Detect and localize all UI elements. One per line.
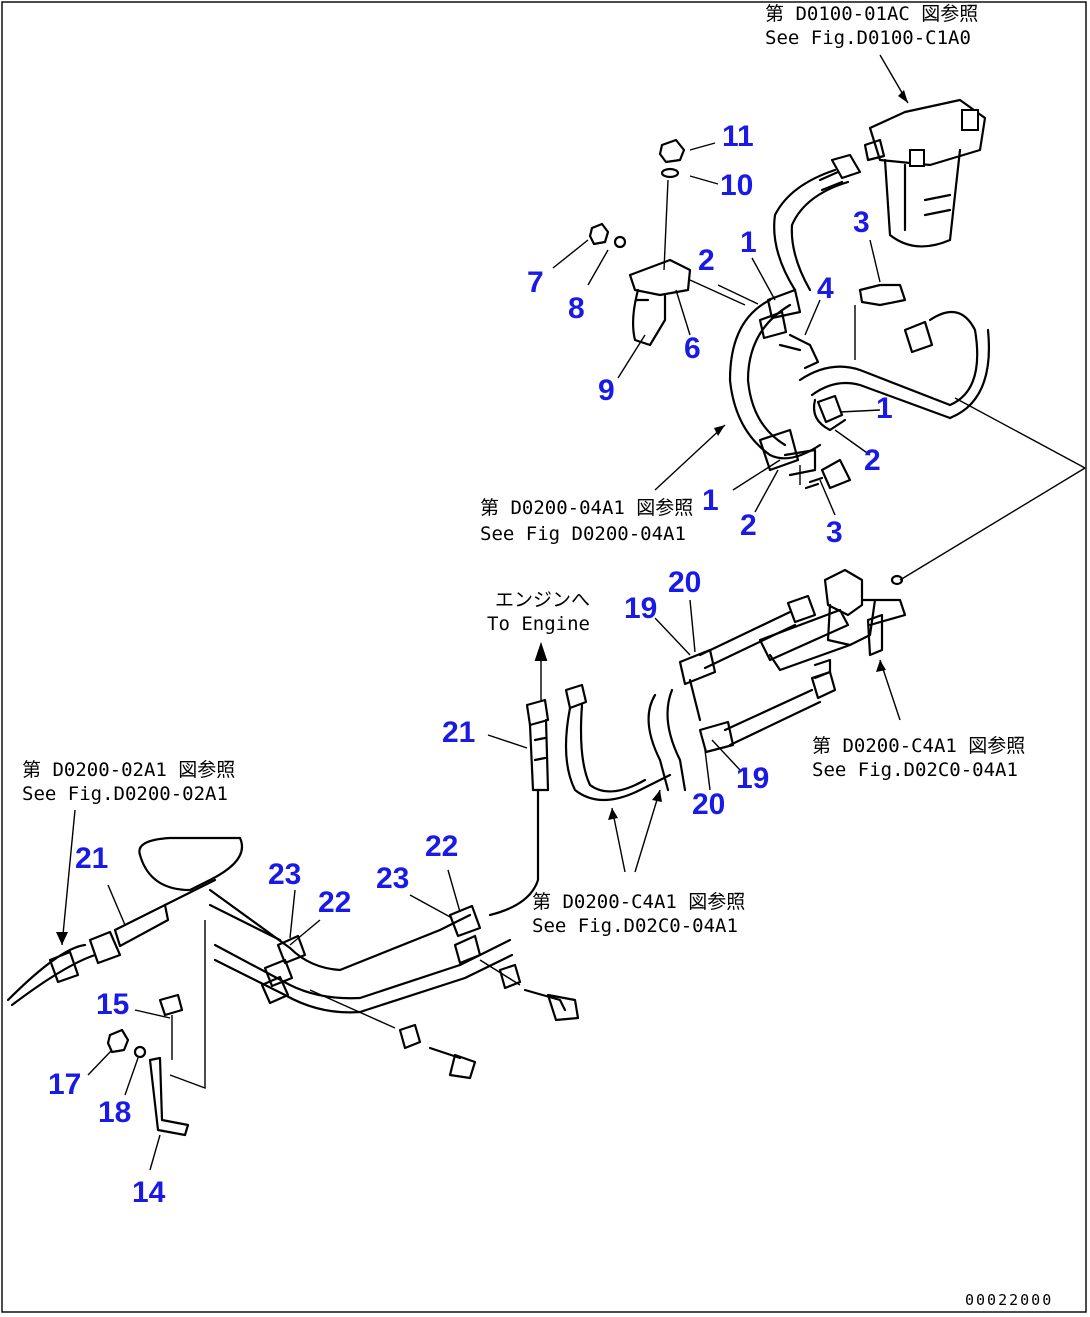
valve-block <box>758 397 1086 680</box>
lower-clamp-group <box>106 993 190 1137</box>
callout-label: 6 <box>684 332 701 365</box>
callout-label: 21 <box>442 716 475 749</box>
callout-label: 3 <box>853 206 870 239</box>
callout-label: 19 <box>736 762 769 795</box>
callout-label: 21 <box>75 842 108 875</box>
callout-label: 20 <box>692 788 725 821</box>
ref-d0200-04a1-jp: 第 D0200-04A1 図参照 <box>480 497 693 519</box>
callout-label: 20 <box>668 566 701 599</box>
upper-bracket-group <box>588 138 746 347</box>
drawing-code: 00022000 <box>965 1291 1053 1309</box>
lower-pipe-assembly <box>6 836 580 1090</box>
ref-d0100-jp: 第 D0100-01AC 図参照 <box>765 3 978 25</box>
ref-d0200-c4a1-right-jp: 第 D0200-C4A1 図参照 <box>812 735 1025 757</box>
callout-label: 23 <box>376 862 409 895</box>
callout-label: 2 <box>698 244 715 277</box>
callout-label: 19 <box>624 592 657 625</box>
ref-to-engine-en: To Engine <box>487 613 590 635</box>
callout-label: 1 <box>702 484 719 517</box>
ref-d0200-02a1-en: See Fig.D0200-02A1 <box>22 783 228 805</box>
callout-label: 2 <box>740 509 757 542</box>
callout-label: 11 <box>722 120 754 153</box>
callout-label: 7 <box>527 266 544 299</box>
callout-label: 18 <box>98 1096 131 1129</box>
upper-hose-group <box>728 153 990 490</box>
callout-label: 22 <box>318 886 351 919</box>
callout-label: 23 <box>268 858 301 891</box>
callout-label: 2 <box>864 444 881 477</box>
callout-label: 14 <box>132 1176 166 1209</box>
ref-d0200-04a1-en: See Fig D0200-04A1 <box>480 523 686 545</box>
reference-texts: 第 D0100-01AC 図参照 See Fig.D0100-C1A0 第 D0… <box>22 3 1053 1309</box>
ref-d0200-c4a1-right-en: See Fig.D02C0-04A1 <box>812 759 1018 781</box>
callout-label: 1 <box>740 226 757 259</box>
engine-pipe-group <box>488 641 672 917</box>
arrow-heads <box>56 90 908 945</box>
callout-numbers: 11 10 1 2 3 4 7 8 6 9 1 2 1 2 3 20 19 21… <box>48 120 893 1209</box>
ref-to-engine-jp: エンジンへ <box>495 589 590 611</box>
callout-label: 9 <box>598 374 615 407</box>
callout-label: 15 <box>96 988 129 1021</box>
callout-label: 22 <box>425 830 458 863</box>
callout-label: 10 <box>720 169 753 202</box>
callout-label: 4 <box>817 272 834 305</box>
callout-label: 3 <box>826 516 843 549</box>
ref-d0200-c4a1-lower-jp: 第 D0200-C4A1 図参照 <box>532 891 745 913</box>
middle-hose-group <box>647 594 837 792</box>
leader-lines <box>61 54 909 1171</box>
ref-d0200-c4a1-lower-en: See Fig.D02C0-04A1 <box>532 915 738 937</box>
callout-label: 1 <box>876 392 893 425</box>
fuel-filter <box>863 98 987 248</box>
callout-label: 17 <box>48 1068 81 1101</box>
ref-d0200-02a1-jp: 第 D0200-02A1 図参照 <box>22 759 235 781</box>
ref-d0100-en: See Fig.D0100-C1A0 <box>765 27 971 49</box>
callout-label: 8 <box>568 292 585 325</box>
